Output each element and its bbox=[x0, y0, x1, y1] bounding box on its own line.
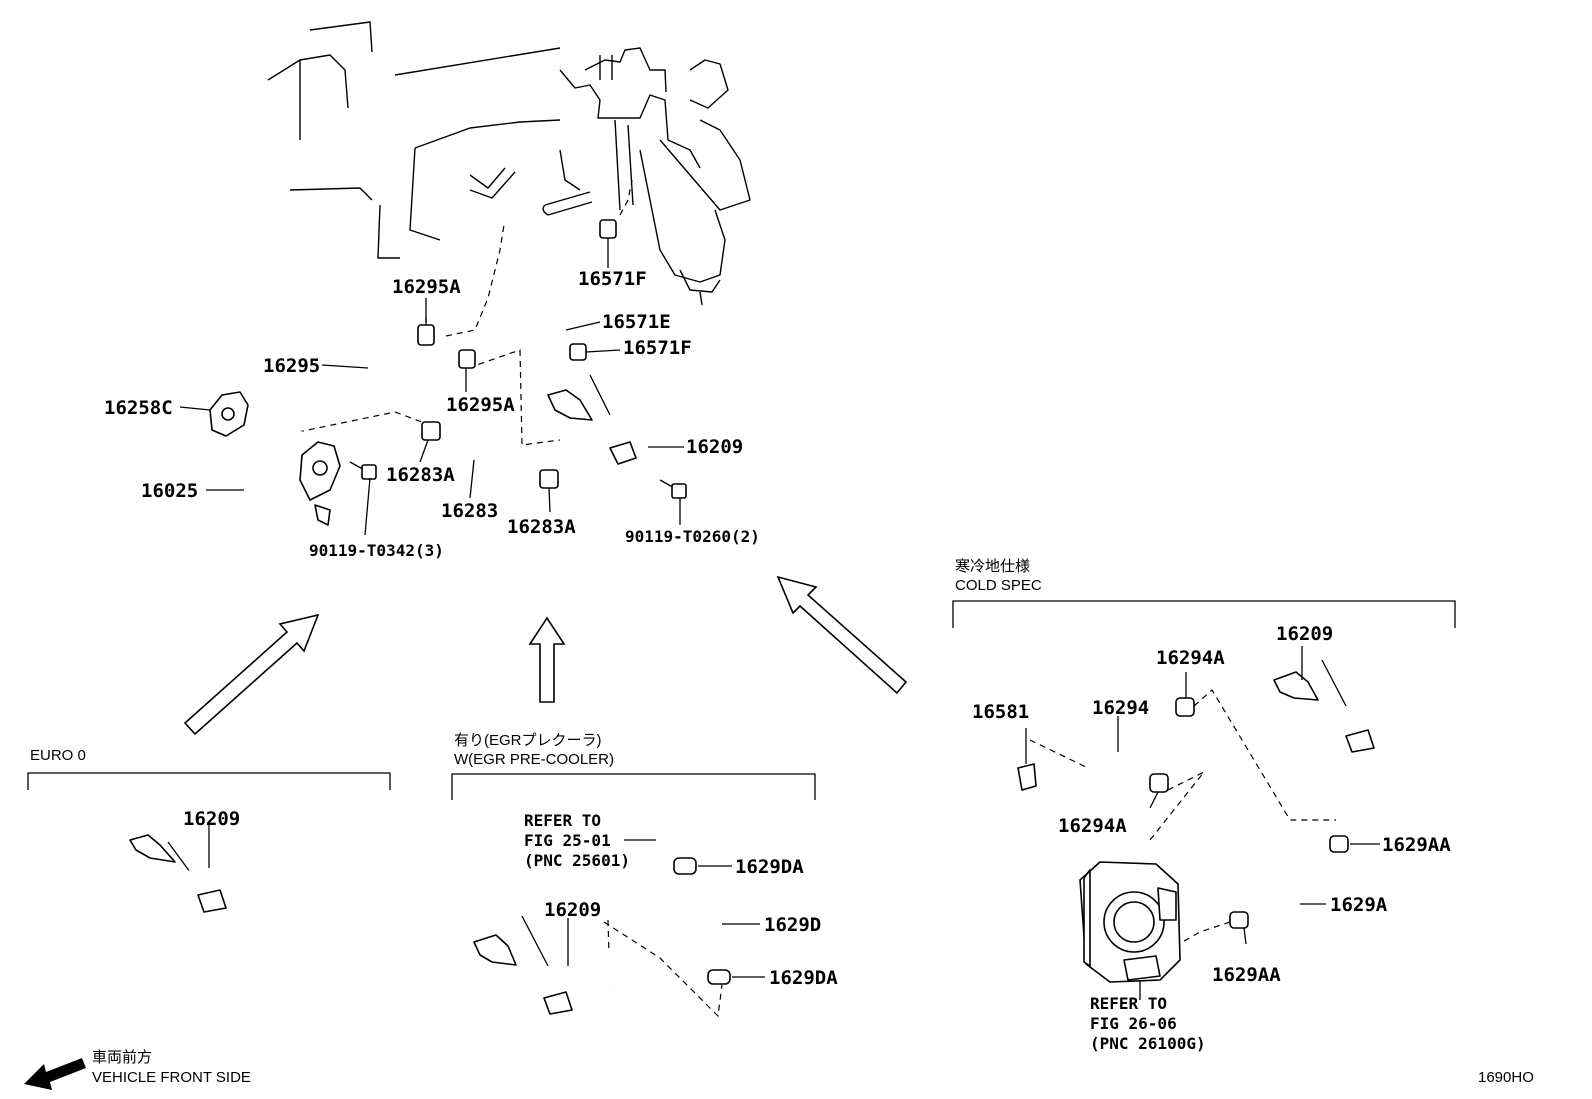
label-cold-16294a-bottom: 16294A bbox=[1058, 815, 1127, 837]
section-egr-pre-cooler: 有り(EGRプレクーラ) W(EGR PRE-COOLER) REFER TO … bbox=[451, 732, 838, 1046]
section-cold-spec: 寒冷地仕様 COLD SPEC bbox=[952, 557, 1456, 1053]
label-16295a-mid: 16295A bbox=[446, 394, 515, 416]
section-euro0: EURO 0 16209 bbox=[27, 747, 391, 944]
label-cold-16581: 16581 bbox=[972, 701, 1029, 723]
label-egr-1629da-top: 1629DA bbox=[735, 856, 804, 878]
vehicle-front-arrow-icon bbox=[24, 1058, 86, 1090]
part-16025-pipe bbox=[238, 424, 346, 526]
label-16283a-left: 16283A bbox=[386, 464, 455, 486]
part-16295a-clamp-mid bbox=[458, 349, 476, 369]
label-16283: 16283 bbox=[441, 500, 498, 522]
part-16283a-clamp-right bbox=[539, 469, 559, 489]
label-egr-1629d: 1629D bbox=[764, 914, 821, 936]
label-cold-16209: 16209 bbox=[1276, 623, 1333, 645]
refer-cold-line2: FIG 26-06 bbox=[1090, 1014, 1177, 1033]
refer-egr-line1: REFER TO bbox=[524, 811, 601, 830]
label-cold-16294: 16294 bbox=[1092, 697, 1149, 719]
main-leader-lines bbox=[179, 238, 684, 536]
caption-cold-jp: 寒冷地仕様 bbox=[955, 557, 1030, 575]
label-egr-1629da-bottom: 1629DA bbox=[769, 967, 838, 989]
engine-block-illustration bbox=[267, 21, 751, 306]
vehicle-front-label-en: VEHICLE FRONT SIDE bbox=[92, 1069, 251, 1086]
part-16258c-gasket bbox=[209, 391, 249, 437]
label-euro0-16209: 16209 bbox=[183, 808, 240, 830]
refer-cold-line1: REFER TO bbox=[1090, 994, 1167, 1013]
label-egr-16209: 16209 bbox=[544, 899, 601, 921]
part-16295a-clamp-top bbox=[417, 318, 435, 346]
refer-cold-line3: (PNC 26100G) bbox=[1090, 1034, 1206, 1053]
part-16295-hose bbox=[363, 338, 447, 389]
label-90119-t0342: 90119-T0342(3) bbox=[309, 541, 444, 560]
part-16571f-clamp-mid bbox=[569, 343, 587, 361]
label-16295a-top: 16295A bbox=[392, 276, 461, 298]
figure-code: 1690HO bbox=[1478, 1069, 1534, 1086]
caption-egr-jp: 有り(EGRプレクーラ) bbox=[454, 732, 602, 749]
part-16571f-clamp-top bbox=[599, 219, 617, 239]
part-bolt-t0260 bbox=[659, 479, 687, 499]
label-cold-1629aa-top: 1629AA bbox=[1382, 834, 1451, 856]
part-bolt-t0342 bbox=[349, 461, 377, 480]
caption-euro0: EURO 0 bbox=[30, 747, 86, 764]
section-arrow-icon bbox=[776, 575, 908, 695]
label-90119-t0260: 90119-T0260(2) bbox=[625, 527, 760, 546]
part-16209-main-pipe bbox=[547, 374, 654, 496]
label-16258c: 16258C bbox=[104, 397, 173, 419]
section-arrow-icon bbox=[528, 616, 566, 703]
main-guide-lines bbox=[297, 179, 633, 446]
part-16283-hose bbox=[443, 433, 519, 475]
label-16571f-mid: 16571F bbox=[623, 337, 692, 359]
label-cold-1629aa-bottom: 1629AA bbox=[1212, 964, 1281, 986]
label-16295: 16295 bbox=[263, 355, 320, 377]
caption-cold-en: COLD SPEC bbox=[955, 577, 1042, 594]
vehicle-front-label-jp: 車両前方 bbox=[92, 1049, 152, 1066]
part-16571e-hose bbox=[553, 238, 605, 339]
label-16571f-top: 16571F bbox=[578, 268, 647, 290]
part-16283a-clamp-left bbox=[421, 421, 441, 441]
label-16283a-right: 16283A bbox=[507, 516, 576, 538]
label-cold-16294a-top: 16294A bbox=[1156, 647, 1225, 669]
label-cold-1629a: 1629A bbox=[1330, 894, 1388, 916]
section-arrow-icon bbox=[183, 613, 320, 736]
label-16209-main: 16209 bbox=[686, 436, 743, 458]
refer-egr-line2: FIG 25-01 bbox=[524, 831, 611, 850]
refer-egr-line3: (PNC 25601) bbox=[524, 851, 630, 870]
label-16571e: 16571E bbox=[602, 311, 671, 333]
caption-egr-en: W(EGR PRE-COOLER) bbox=[454, 751, 614, 768]
label-16025: 16025 bbox=[141, 480, 198, 502]
